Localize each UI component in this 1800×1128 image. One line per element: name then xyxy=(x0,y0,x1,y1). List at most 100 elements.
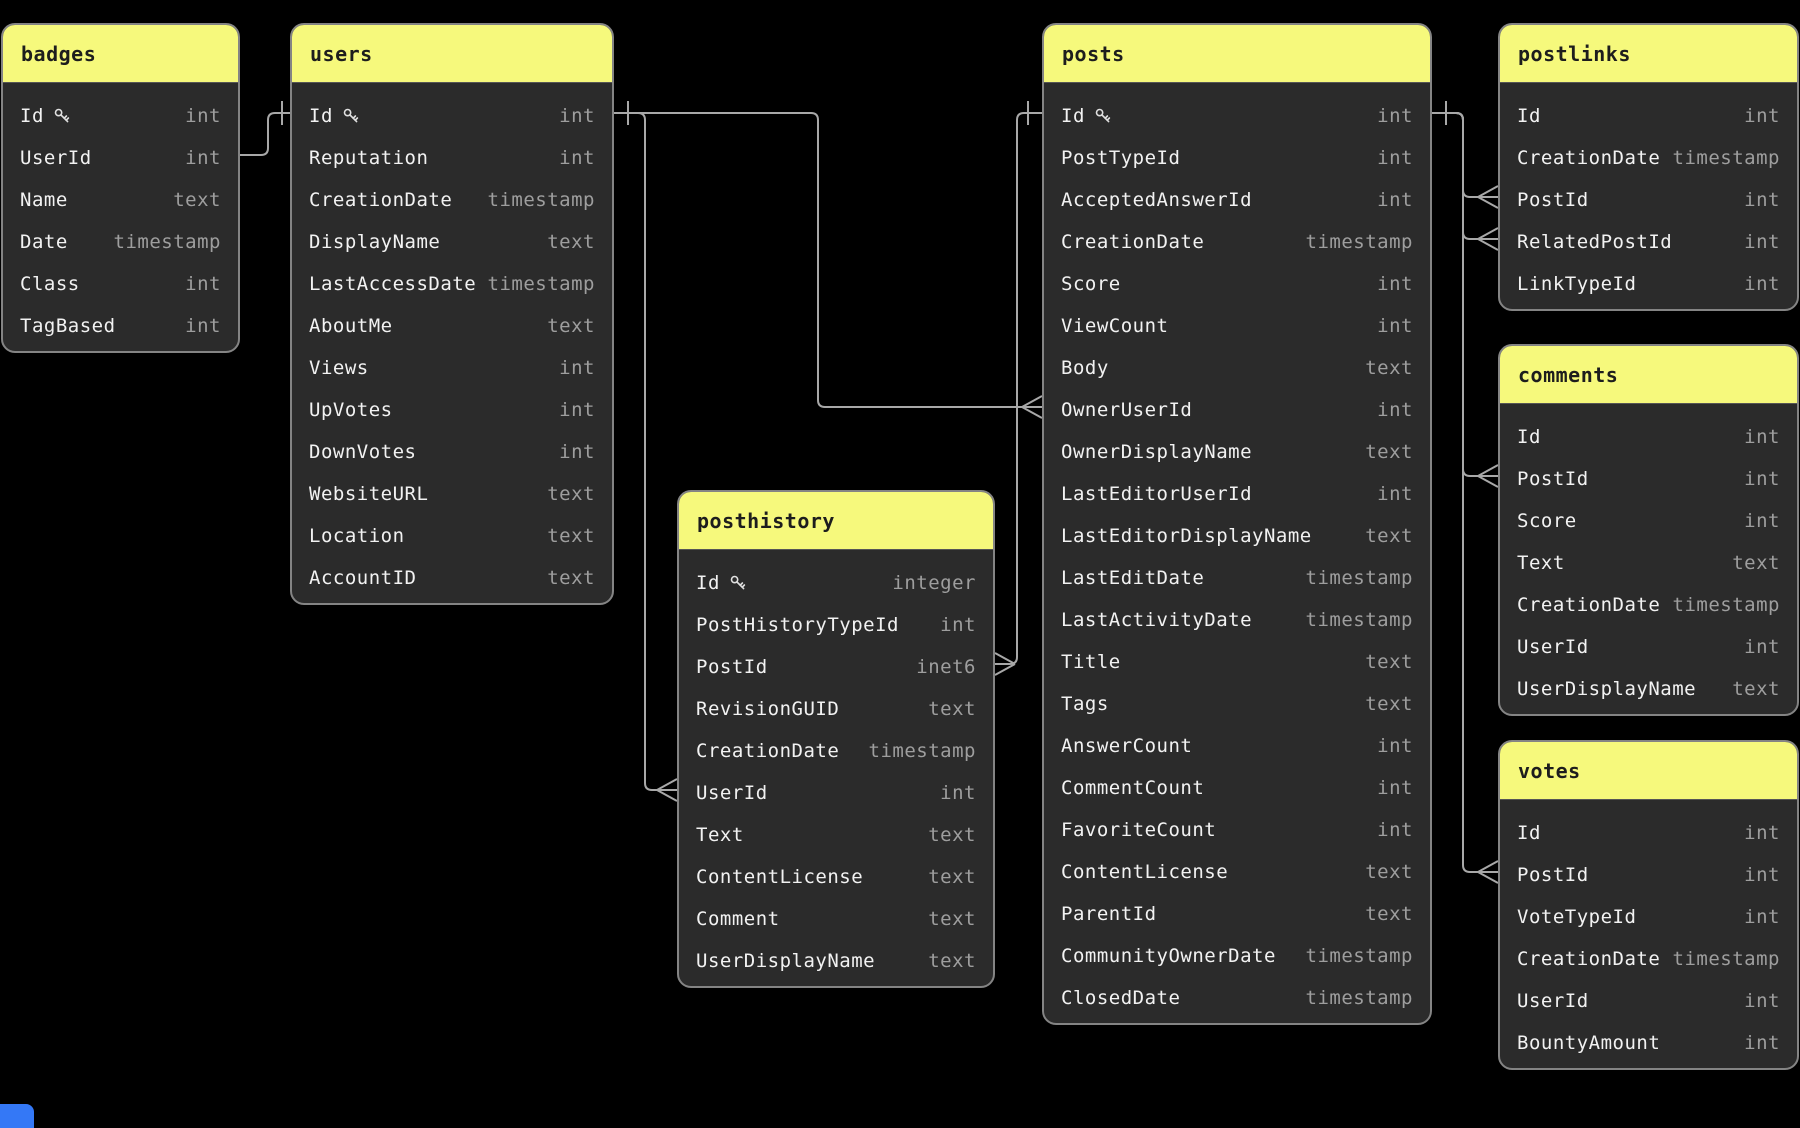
relationship-posts-id-postlinks-postid[interactable] xyxy=(1432,112,1498,198)
relationship-posts-id-comments-postid[interactable] xyxy=(1432,112,1498,477)
field-type: timestamp xyxy=(1672,147,1780,169)
table-header-users[interactable]: users xyxy=(292,25,612,83)
field-name: WebsiteURL xyxy=(309,483,429,505)
table-header-comments[interactable]: comments xyxy=(1500,346,1797,404)
table-header-posts[interactable]: posts xyxy=(1044,25,1430,83)
field-name: UserId xyxy=(1517,636,1589,658)
relationship-posts-id-posthistory-postid[interactable] xyxy=(995,112,1042,665)
table-header-postlinks[interactable]: postlinks xyxy=(1500,25,1797,83)
relationship-users-id-posts-owneruserid[interactable] xyxy=(614,112,1042,408)
field-type: int xyxy=(559,399,595,421)
relationship-badges-userid-users-id[interactable] xyxy=(240,112,290,156)
relationship-posts-id-postlinks-relatedpostid[interactable] xyxy=(1432,112,1498,240)
table-header-badges[interactable]: badges xyxy=(3,25,238,83)
relationship-users-id-posthistory-userid[interactable] xyxy=(614,112,677,791)
canvas-corner-button[interactable] xyxy=(0,1104,34,1128)
field-type: int xyxy=(1744,231,1780,253)
table-header-votes[interactable]: votes xyxy=(1500,742,1797,800)
field-name: ViewCount xyxy=(1061,315,1169,337)
table-header-posthistory[interactable]: posthistory xyxy=(679,492,993,550)
field-name: ParentId xyxy=(1061,903,1157,925)
relationship-posts-id-votes-postid[interactable] xyxy=(1432,112,1498,873)
